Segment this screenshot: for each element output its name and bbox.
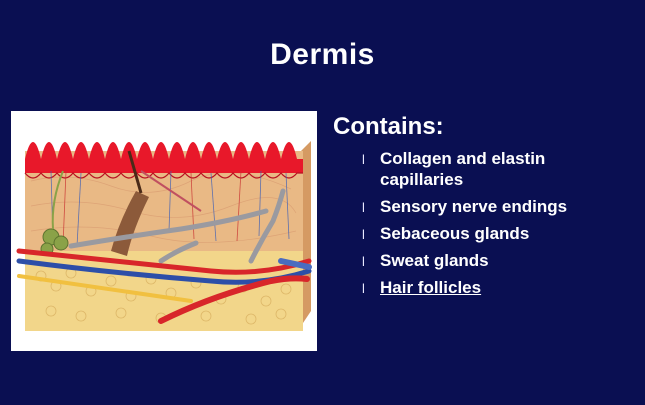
skin-cross-section-figure [11, 111, 317, 351]
bullet-item: l Sensory nerve endings [362, 196, 632, 217]
bullet-item: l Collagen and elastin capillaries [362, 148, 632, 190]
bullet-item-hair-follicles-link[interactable]: l Hair follicles [362, 277, 632, 298]
hair-follicles-link[interactable]: Hair follicles [380, 278, 482, 297]
bullet-item: l Sebaceous glands [362, 223, 632, 244]
bullet-text: Sensory nerve endings [380, 197, 568, 216]
bullet-marker: l [362, 227, 365, 242]
bullet-item: l Sweat glands [362, 250, 632, 271]
bullet-marker: l [362, 200, 365, 215]
contains-heading: Contains: [333, 113, 444, 140]
bullet-list: l Collagen and elastin capillaries l Sen… [362, 148, 632, 304]
bullet-text: Sweat glands [380, 251, 489, 270]
bullet-marker: l [362, 254, 365, 269]
bullet-text: Collagen and elastin capillaries [380, 149, 546, 189]
bullet-marker: l [362, 281, 365, 296]
bullet-text: Sebaceous glands [380, 224, 530, 243]
slide-title: Dermis [270, 38, 375, 71]
skin-cross-section-illustration-icon [16, 141, 312, 331]
bullet-marker: l [362, 152, 365, 167]
